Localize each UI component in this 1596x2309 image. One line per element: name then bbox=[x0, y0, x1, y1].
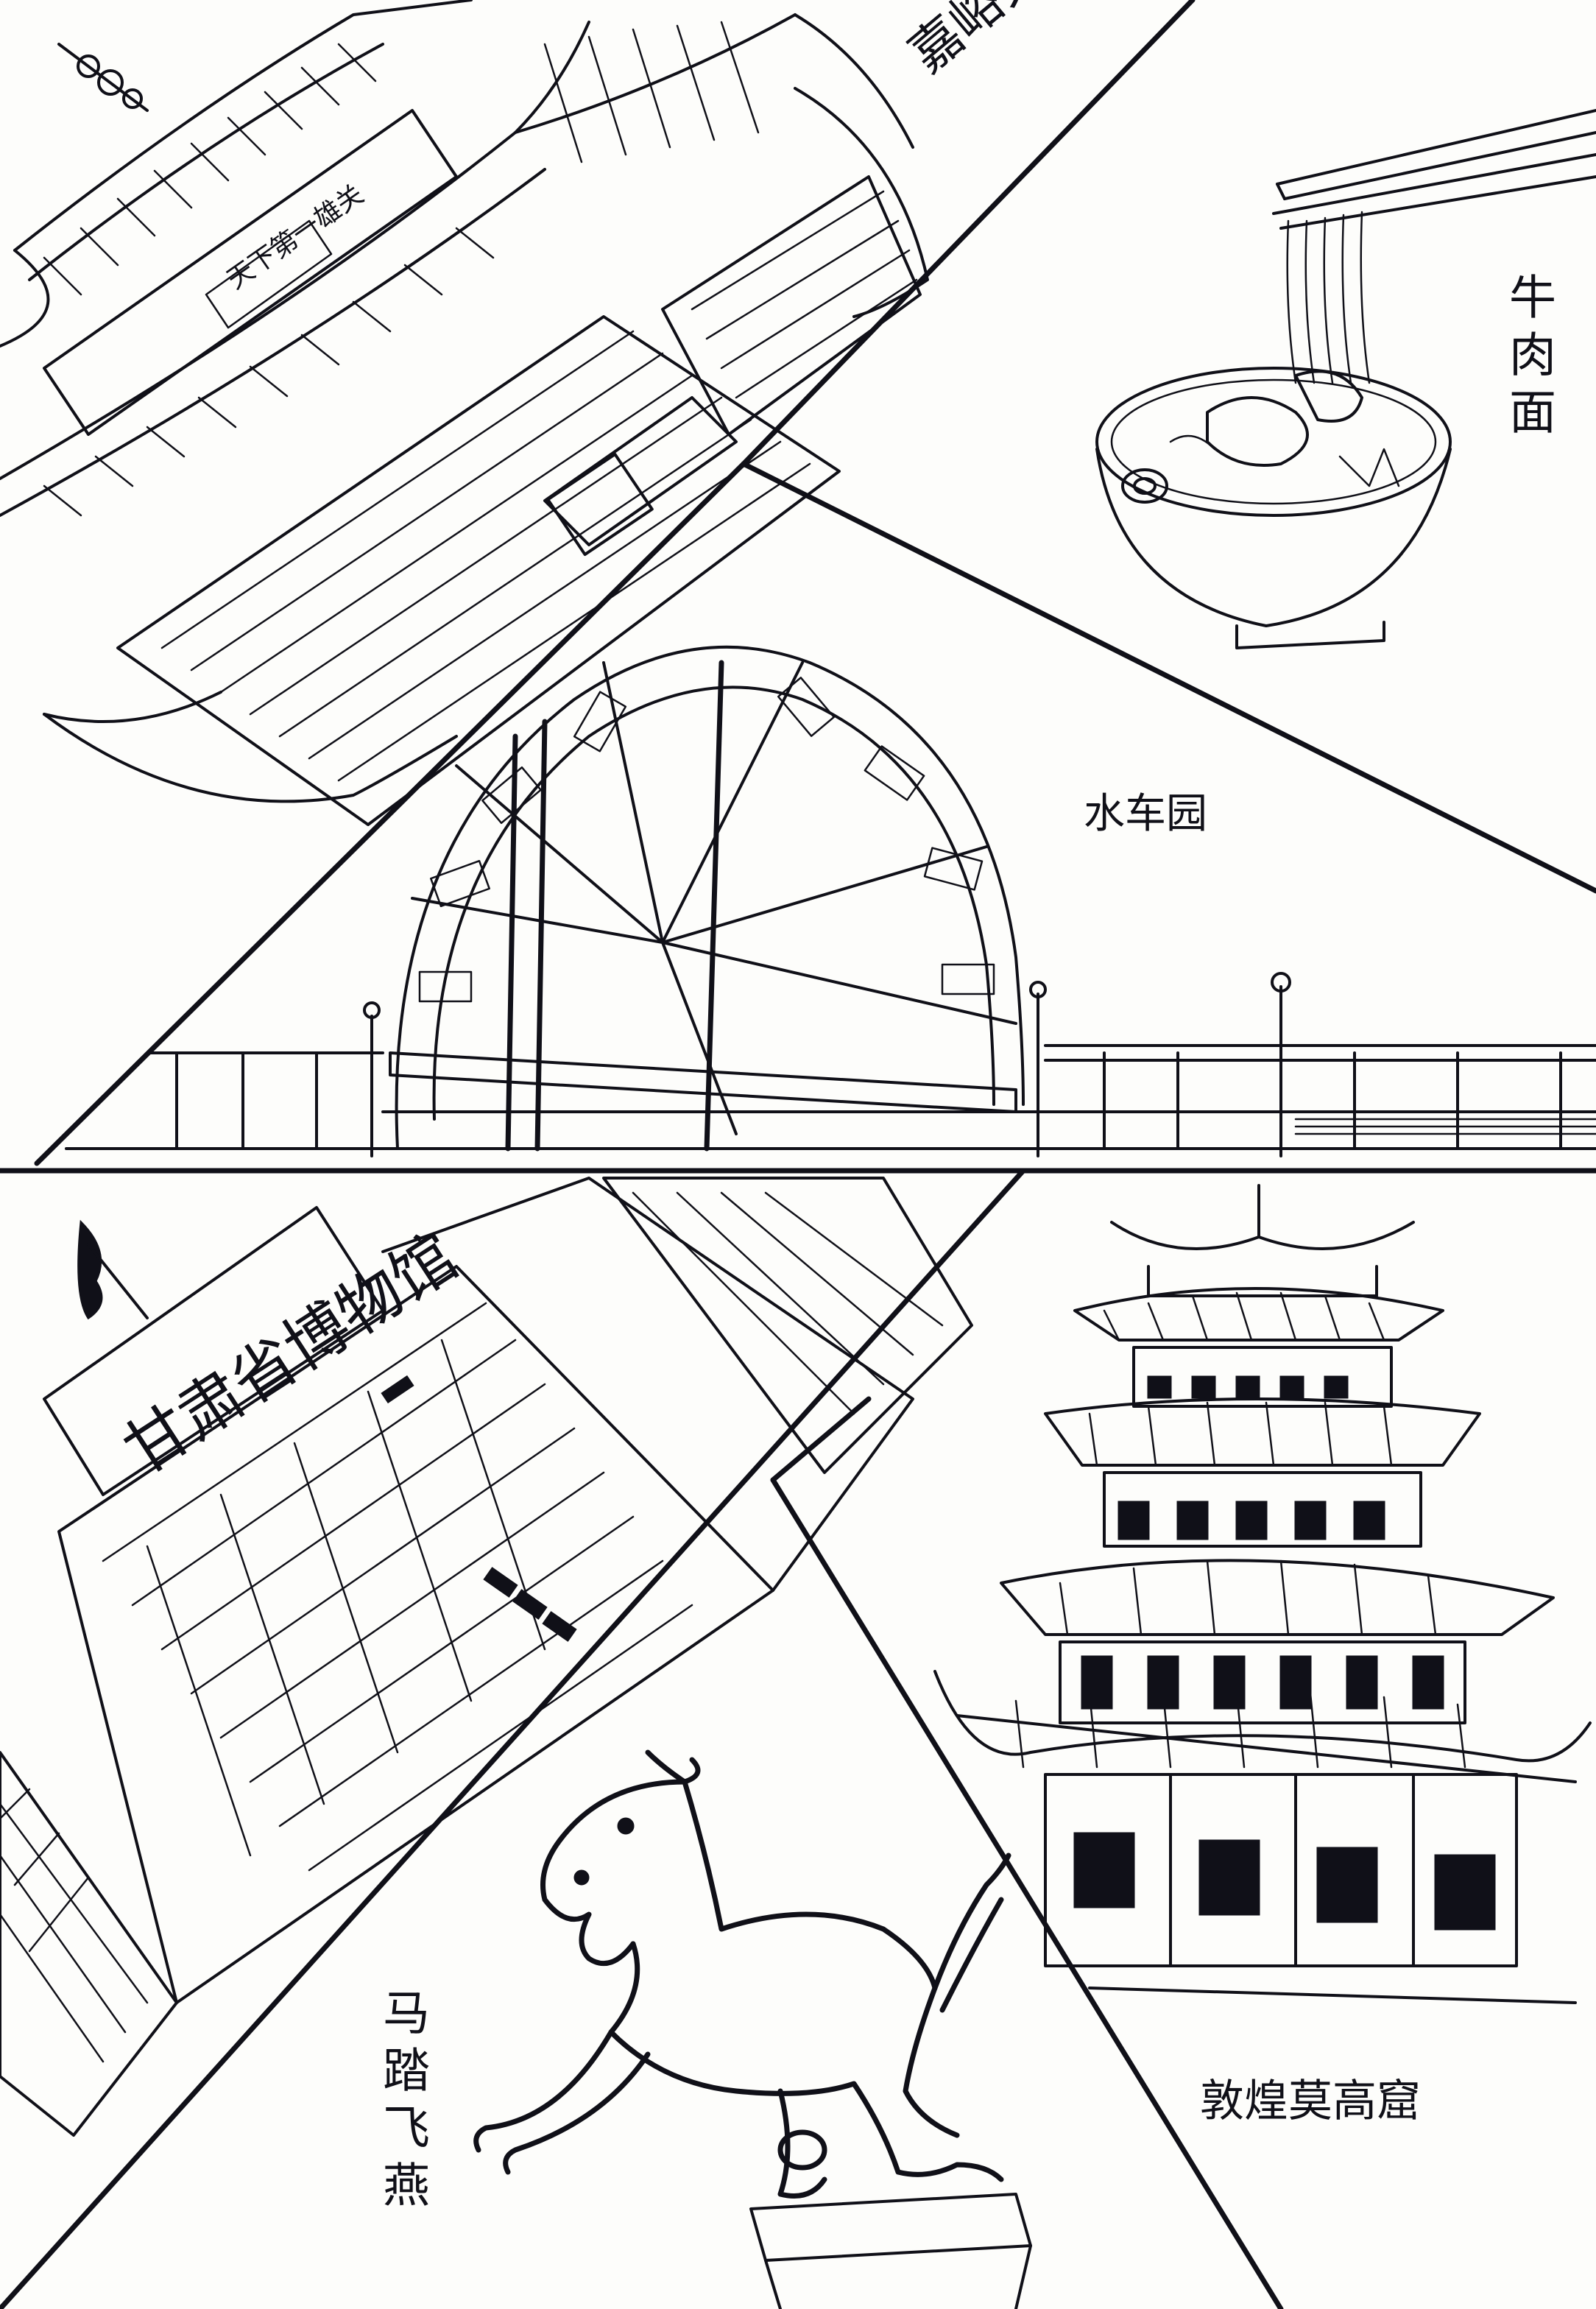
waterwheel-drawing bbox=[65, 645, 1596, 1157]
galloping-horse-drawing bbox=[473, 1749, 1032, 2309]
galloping-horse-label: 马踏飞燕 bbox=[375, 1988, 429, 2218]
dunhuang-drawing bbox=[933, 1184, 1592, 2004]
jiayuguan-drawing bbox=[0, 0, 929, 826]
beef-noodles-label: 牛肉面 bbox=[1501, 272, 1556, 445]
gansu-museum-drawing bbox=[0, 1177, 973, 2137]
dunhuang-mogao-label: 敦煌莫高窟 bbox=[1200, 2076, 1421, 2127]
beef-noodle-drawing bbox=[1095, 109, 1596, 649]
waterwheel-park-label: 水车园 bbox=[1084, 790, 1207, 838]
